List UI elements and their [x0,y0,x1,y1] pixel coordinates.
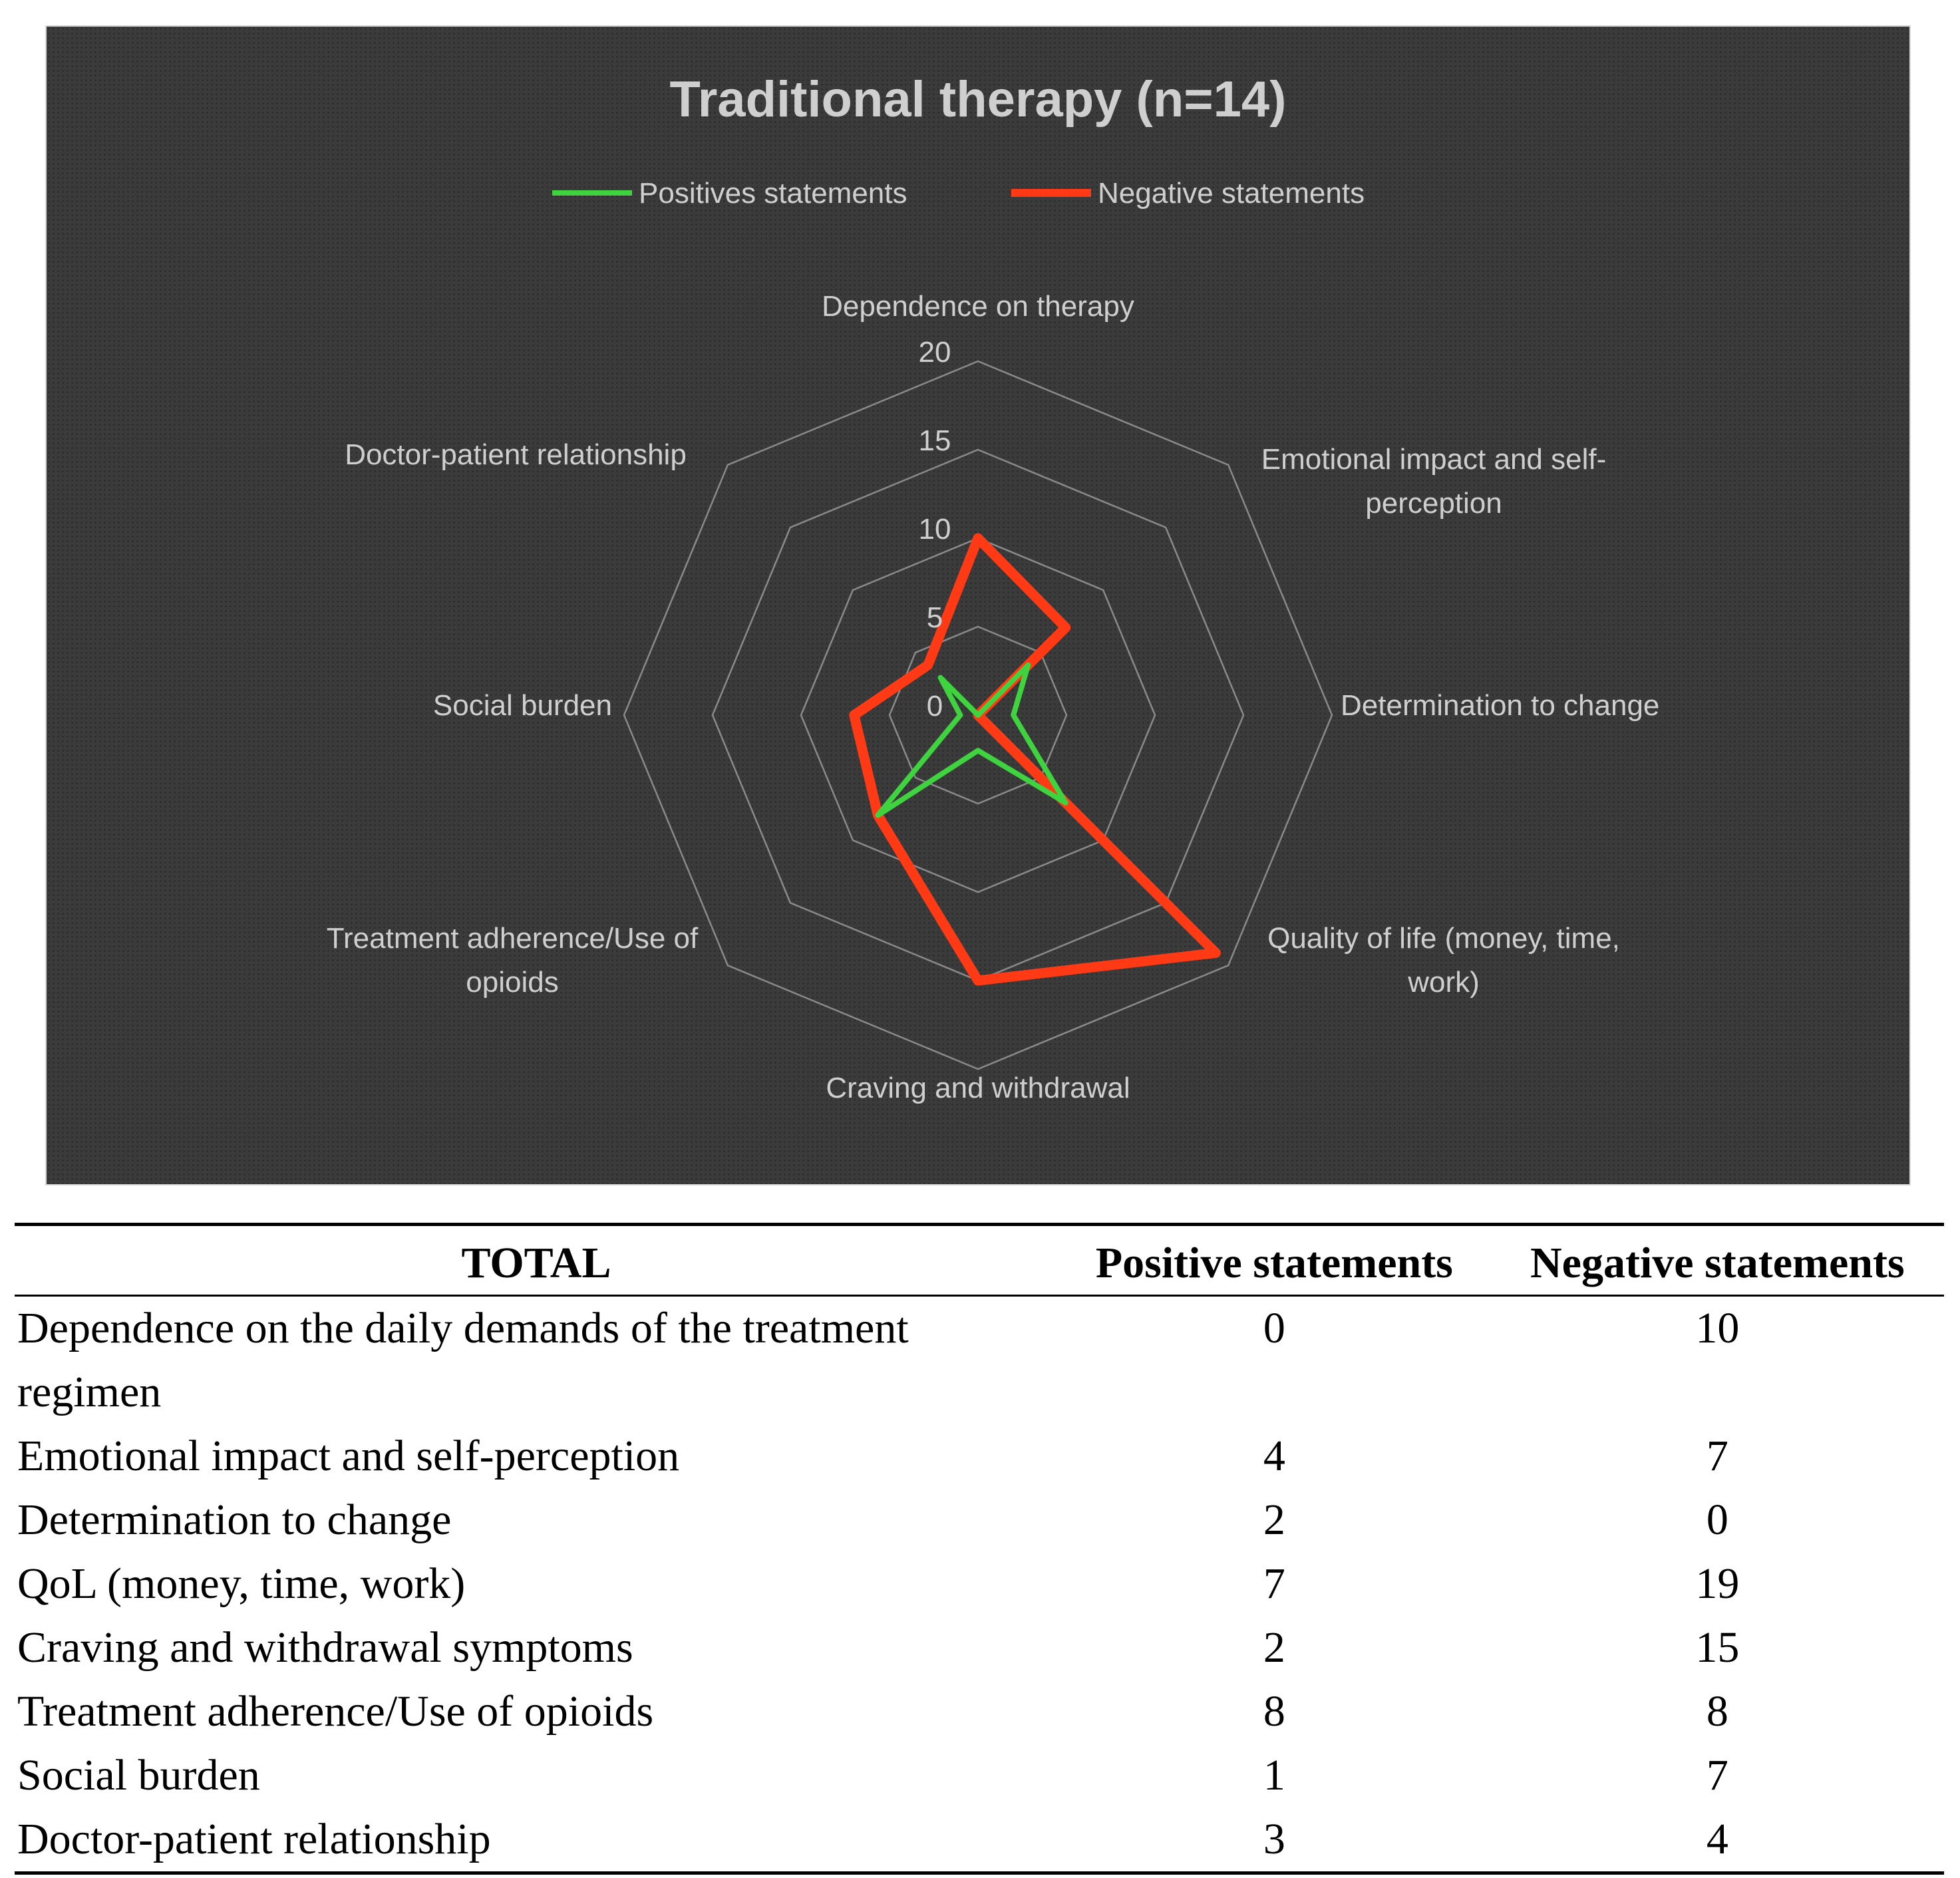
table-cell-negative: 8 [1706,1687,1728,1736]
table-row: QoL (money, time, work) 7 19 [15,1552,1944,1616]
table-cell-category: Social burden [17,1751,260,1800]
radar-chart: Traditional therapy (n=14) Positives sta… [327,71,1660,1104]
table-row: Craving and withdrawal symptoms 2 15 [15,1616,1944,1680]
table-row: Dependence on the daily demands of the t… [15,1296,1944,1425]
table-row: Determination to change 2 0 [15,1488,1944,1552]
table-row: Emotional impact and self-perception 4 7 [15,1424,1944,1488]
table-cell-negative: 15 [1695,1623,1740,1672]
category-label-quality-of-life: Quality of life (money, time,work) [1267,922,1620,999]
table-row: Doctor-patient relationship 3 4 [15,1807,1944,1873]
table-cell-positive: 4 [1263,1432,1285,1481]
table-cell-category: Craving and withdrawal symptoms [17,1623,633,1672]
header-total: TOTAL [15,1224,1058,1297]
legend: Positives statements Negative statements [552,177,1365,210]
tick-labels: 0 5 10 15 20 [919,336,951,722]
table-cell-negative: 7 [1706,1432,1728,1481]
table-cell-negative: 0 [1706,1495,1728,1545]
table-cell-positive: 3 [1263,1815,1285,1864]
table-cell-positive: 2 [1263,1495,1285,1545]
table-row: Social burden 1 7 [15,1744,1944,1807]
category-label-emotional: Emotional impact and self-perception [1261,443,1606,520]
table-cell-category: Determination to change [17,1495,452,1545]
table-cell-category: Emotional impact and self-perception [17,1432,680,1481]
category-label-dependence: Dependence on therapy [822,290,1134,323]
series-positive-line [875,662,1068,818]
radar-chart-panel: Traditional therapy (n=14) Positives sta… [45,25,1911,1185]
tick-label-0: 0 [927,690,943,722]
table-cell-negative: 19 [1695,1559,1740,1609]
tick-label-20: 20 [919,336,951,369]
chart-title: Traditional therapy (n=14) [670,71,1287,128]
summary-table: TOTAL Positive statements Negative state… [15,1223,1944,1875]
header-positive: Positive statements [1058,1224,1491,1297]
table-body: Dependence on the daily demands of the t… [15,1296,1944,1873]
legend-label-negative: Negative statements [1098,177,1365,210]
tick-label-10: 10 [919,513,951,546]
table-cell-negative: 10 [1695,1304,1740,1353]
legend-label-positive: Positives statements [639,177,907,210]
table-cell-positive: 8 [1263,1687,1285,1736]
grid-ring-10 [800,537,1156,893]
series-negative-line [849,533,1221,986]
category-label-craving: Craving and withdrawal [826,1072,1130,1104]
header-negative: Negative statements [1490,1224,1944,1297]
table-cell-category: QoL (money, time, work) [17,1559,466,1609]
category-label-doctor-patient: Doctor-patient relationship [345,438,687,471]
table-cell-positive: 7 [1263,1559,1285,1609]
table-cell-category: Dependence on the daily demands of the t… [17,1304,909,1417]
grid-ring-20 [623,360,1333,1070]
table-row: Treatment adherence/Use of opioids 8 8 [15,1680,1944,1744]
category-labels: Dependence on therapy Emotional impact a… [327,290,1660,1104]
category-label-determination: Determination to change [1341,689,1659,722]
table-header-row: TOTAL Positive statements Negative state… [15,1224,1944,1297]
table-cell-positive: 1 [1263,1751,1285,1800]
table-cell-positive: 2 [1263,1623,1285,1672]
category-label-social-burden: Social burden [433,689,612,722]
table-cell-negative: 7 [1706,1751,1728,1800]
tick-label-5: 5 [927,601,943,634]
radar-series [849,533,1221,986]
table-cell-category: Doctor-patient relationship [17,1815,491,1864]
table-cell-negative: 4 [1706,1815,1728,1864]
table-cell-positive: 0 [1263,1304,1285,1353]
table-cell-category: Treatment adherence/Use of opioids [17,1687,654,1736]
tick-label-15: 15 [919,424,951,457]
